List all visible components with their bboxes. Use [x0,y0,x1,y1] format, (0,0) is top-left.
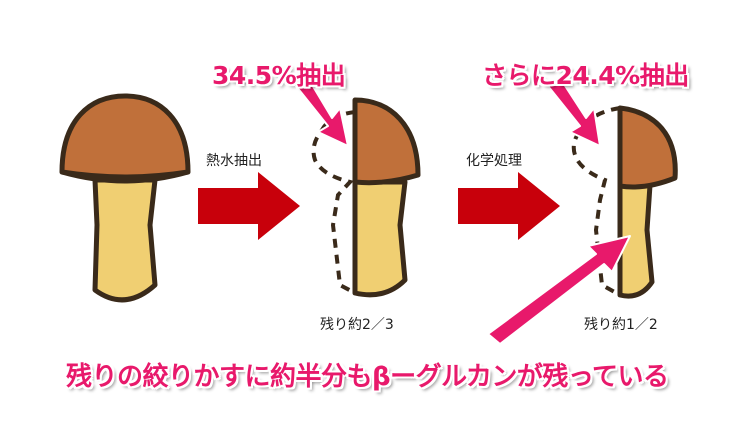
cap-underside [61,169,189,184]
mushroom-half [311,97,421,298]
pointer-arrow-2 [547,77,601,147]
mushroom-cap-narrow [617,105,678,190]
mushroom-whole [59,93,191,303]
mushroom-stem [92,177,158,303]
arrow-right-icon [458,172,560,240]
removed-outline [571,106,621,297]
callout-second-extraction: さらに24.4%抽出 [482,61,689,90]
arrow-right-icon [198,172,300,240]
pointer-arrow-3 [487,235,631,345]
mushroom-stem-narrow [617,182,655,299]
callout-residue-note: 残りの絞りかすに約半分もβーグルカンが残っている [66,362,669,392]
mushroom-cap-half [352,97,421,186]
callout-pointers [295,77,631,345]
mushroom-stem-half [352,179,408,298]
mushroom-cap [59,93,191,180]
pointer-arrow-1 [295,77,349,147]
mushroom-narrow [571,105,678,299]
remaining-label-first: 残り約2／3 [320,317,394,333]
callout-first-extraction: 34.5%抽出 [212,61,346,90]
remaining-label-second: 残り約1／2 [584,317,658,333]
step-label-hot-water: 熱水抽出 [206,153,262,169]
step-label-chemical: 化学処理 [466,153,522,169]
